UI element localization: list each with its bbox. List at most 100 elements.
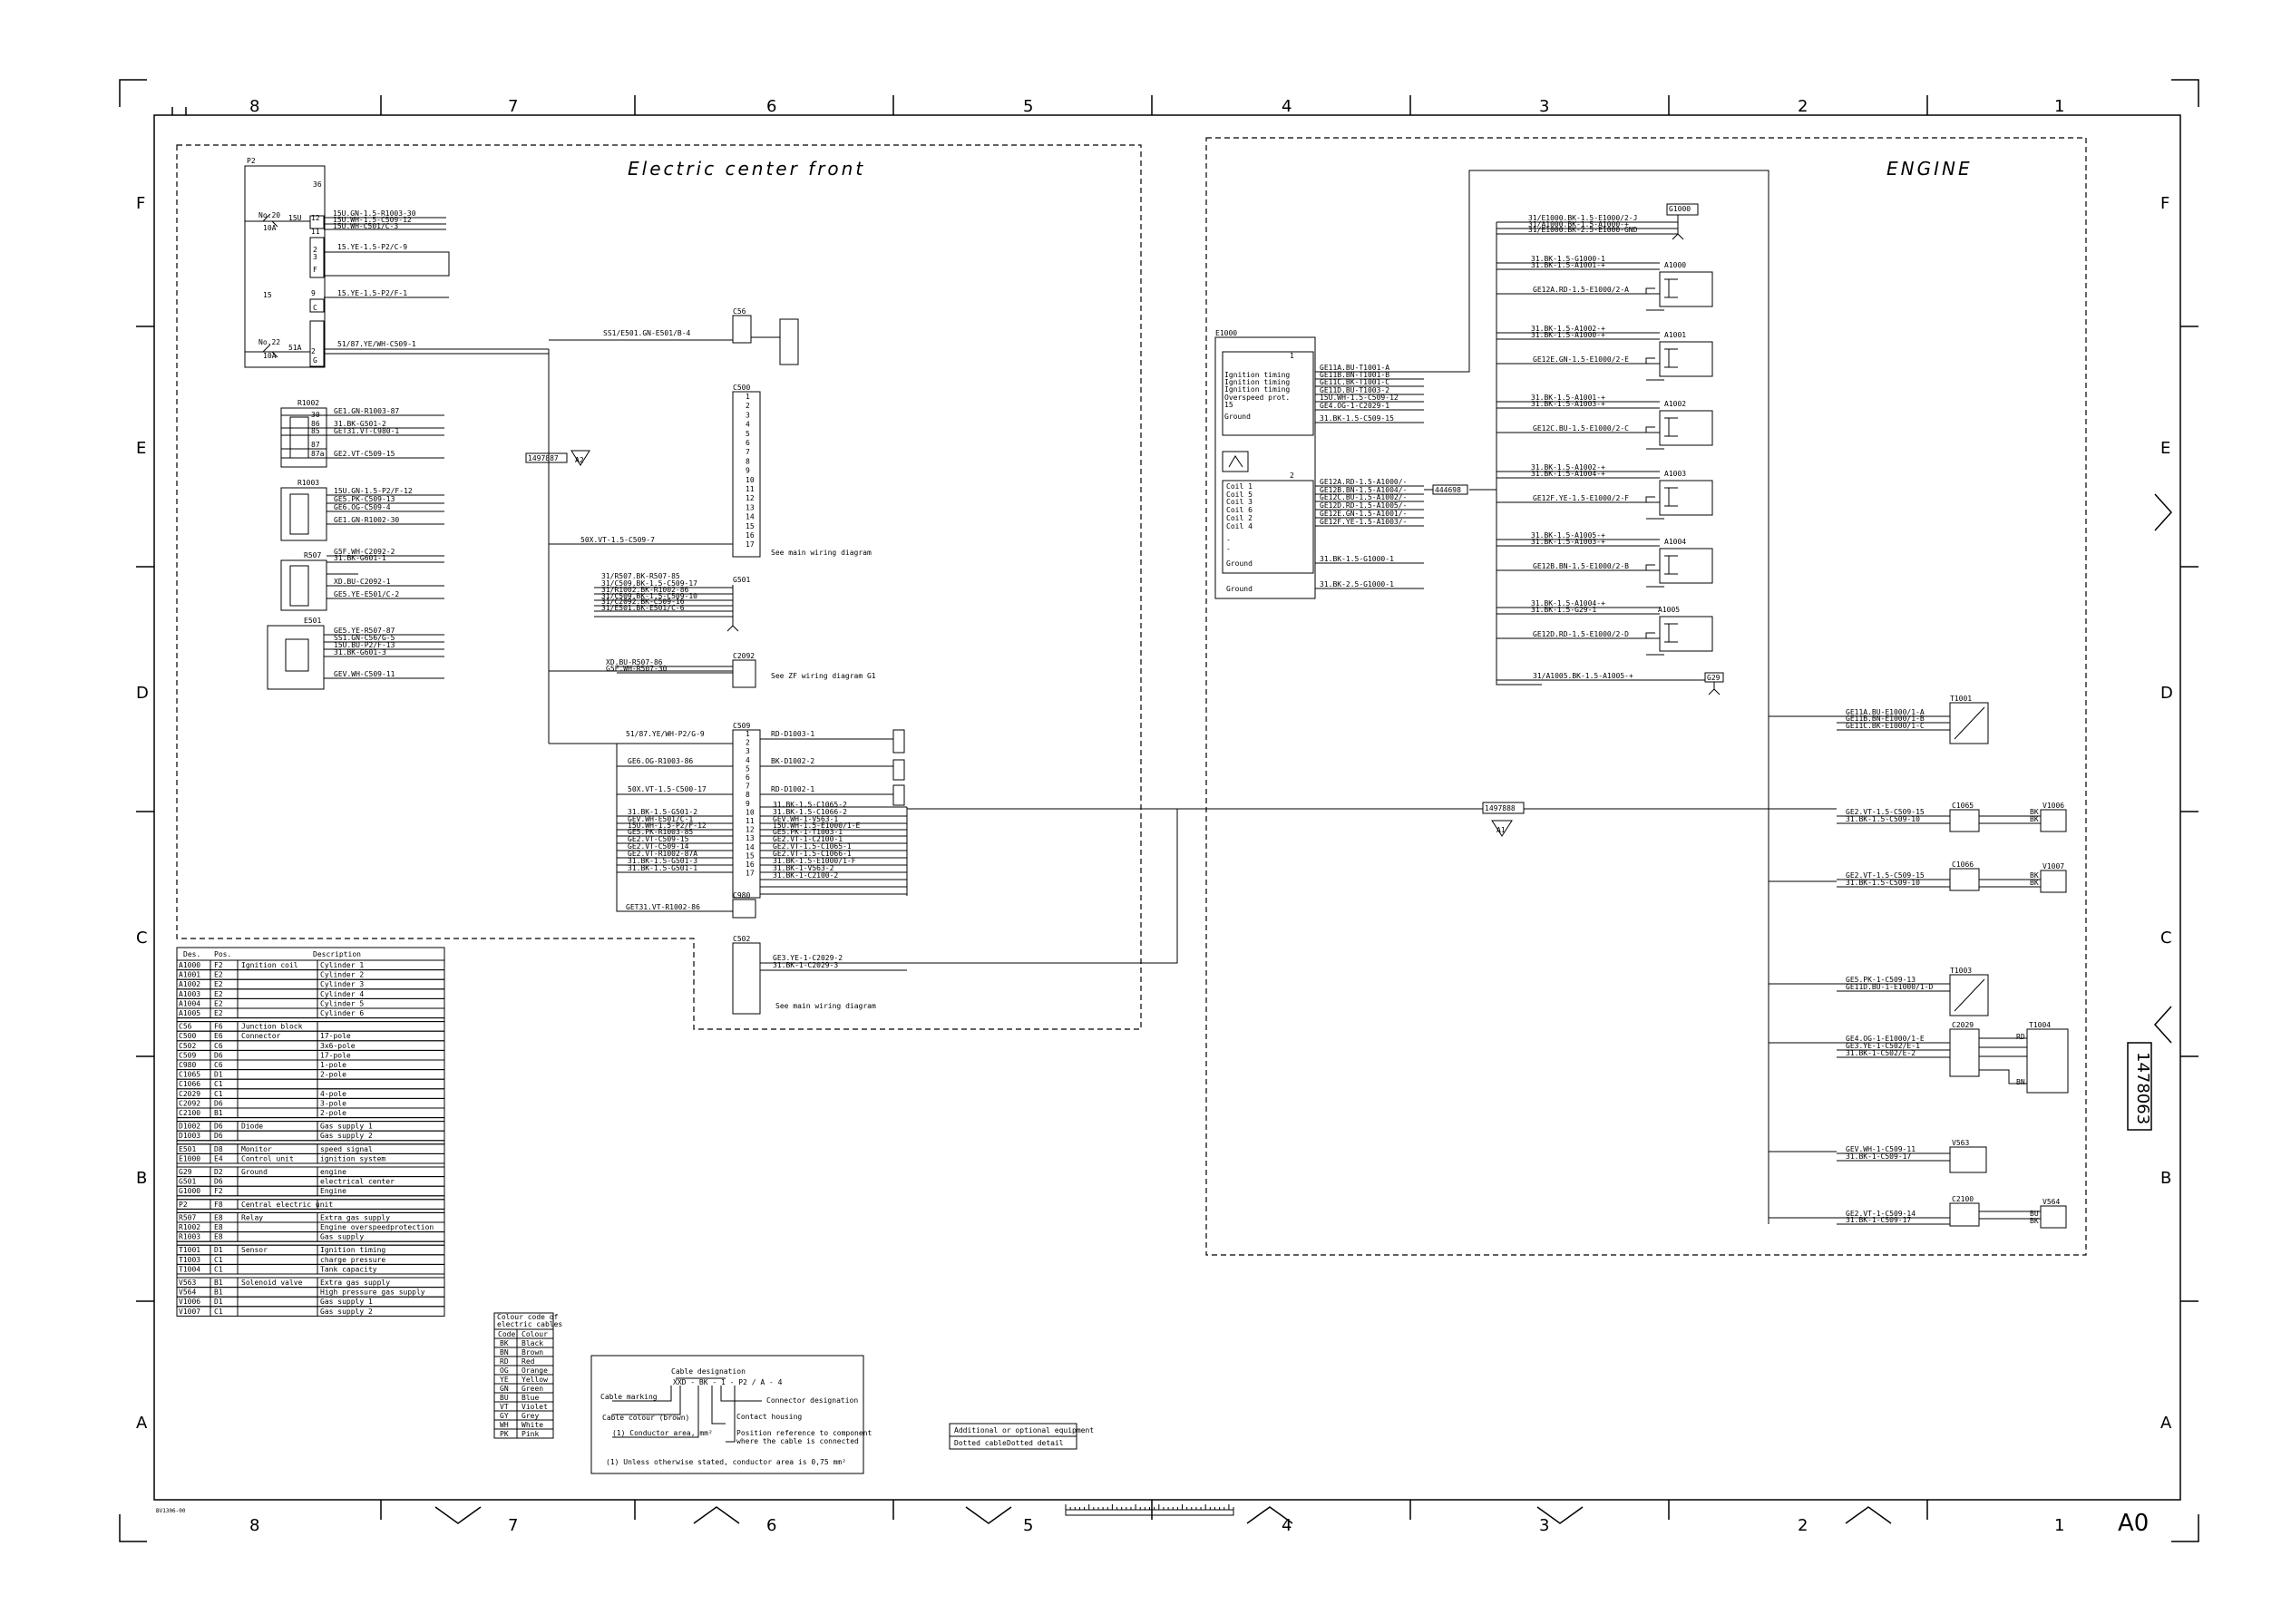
c509-pin: 1 — [746, 730, 750, 738]
c500-pin: 3 — [746, 411, 750, 419]
wire-label: 31.BK-1.5-A1003-+ — [1531, 538, 1605, 546]
legend-cable-colour: Cable colour (brown) — [602, 1414, 689, 1422]
table-cell-des: A1002 — [179, 980, 200, 988]
line — [612, 1377, 762, 1443]
table-cell-desc: Cylinder 1 — [320, 961, 364, 969]
wire-label: 31/E1000.BK-1.5-E1000/2-J — [1528, 214, 1637, 222]
table-cell-desc: Extra gas supply — [320, 1279, 390, 1287]
p2-pin-label: 51A — [288, 344, 302, 352]
wire-label: GE6.OG-R1003-86 — [628, 757, 693, 765]
wire-label: 31.BK-1.5-A1003-+ — [1531, 400, 1605, 408]
corner-mark — [2171, 1514, 2199, 1542]
table-cell-desc: Extra gas supply — [320, 1213, 390, 1221]
zone-label-top: 4 — [1282, 97, 1292, 116]
table-cell-group: Control unit — [241, 1154, 294, 1162]
line — [210, 1021, 318, 1032]
line — [210, 1108, 318, 1118]
wire-label: 31.BK-G501-2 — [334, 420, 386, 428]
p2-pin-label: 2 — [311, 347, 316, 355]
wire-label: 15U.WH-1.5-E1000/1-E — [773, 822, 861, 830]
part-label-v1006: V1006 — [2042, 802, 2064, 810]
table-cell-group: Ground — [241, 1168, 268, 1176]
table-cell-desc: speed signal — [320, 1145, 373, 1153]
wire-label: GET31.VT-R1002-86 — [626, 903, 700, 911]
line — [210, 969, 318, 980]
part-label-v564: V564 — [2042, 1198, 2060, 1206]
table-cell-pos: D2 — [214, 1168, 223, 1176]
c509-pin: 17 — [746, 870, 755, 878]
wire-label: GE12D.RD-1.5-E1000/2-D — [1533, 630, 1629, 638]
wire-label: 15.YE-1.5-P2/F-1 — [337, 289, 407, 297]
line — [1664, 417, 1678, 437]
line — [210, 960, 318, 970]
line — [210, 1186, 318, 1196]
wire-label: GE1.GN-R1003-87 — [334, 407, 399, 415]
solenoid-valve-v1006 — [2040, 809, 2067, 832]
wire-label: 31.BK-G601-3 — [334, 648, 386, 656]
solenoid-valve-v563 — [1949, 1146, 1987, 1173]
e1000-label: Ignition timing — [1224, 385, 1290, 394]
colour-code: BU — [500, 1394, 509, 1402]
c509-pin: 2 — [746, 739, 750, 747]
table-cell-des: V564 — [179, 1289, 196, 1297]
e1000-label: Coil 6 — [1226, 506, 1253, 514]
relay-pin: 87 — [311, 441, 320, 449]
part-label-v1007: V1007 — [2042, 862, 2064, 870]
zone-label-bottom: 4 — [1282, 1516, 1292, 1535]
wire-label: 15U.WH-1.5-C509-12 — [1320, 394, 1399, 402]
extra-equipment-dotted-cable: Dotted cable — [954, 1439, 1007, 1447]
zone-label-top: 7 — [508, 97, 518, 116]
zone-label-bottom: 5 — [1023, 1516, 1033, 1535]
corner-mark — [119, 79, 147, 107]
e1000-label: Coil 4 — [1226, 522, 1253, 530]
ref-a2: A2 — [575, 456, 584, 464]
table-cell-pos: E2 — [214, 980, 223, 988]
e1000-label: Overspeed prot. — [1224, 394, 1290, 402]
wire-label: 31.BK-1.5-A1004-+ — [1531, 599, 1605, 608]
p2-pin-label: 15 — [263, 291, 272, 299]
p2-pin-label: G — [313, 356, 317, 365]
part-label-c980: C980 — [733, 891, 750, 900]
relay-pin: 87a — [311, 450, 325, 458]
table-cell-desc: Gas supply 2 — [320, 1132, 373, 1140]
wire-label: 31/E501.BK-E501/C-6 — [601, 604, 685, 612]
table-cell-des: C1066 — [179, 1080, 200, 1088]
e1000-ground-label: Ground — [1226, 585, 1253, 593]
line — [1496, 262, 1660, 295]
wire-label: GE12C.BU-1.5-A1002/- — [1320, 493, 1407, 501]
wire-label: GE12F.YE-1.5-A1003/- — [1320, 518, 1407, 526]
table-cell-des: R1002 — [179, 1223, 200, 1231]
electric-center-title: Electric center front — [628, 158, 865, 180]
table-header: Description — [313, 950, 361, 958]
c509-pin: 14 — [746, 843, 755, 851]
connector-c2092 — [732, 659, 756, 688]
part-label-c1066: C1066 — [1952, 861, 1974, 869]
ignition-coil-1 — [1659, 341, 1713, 377]
table-cell-pos: B1 — [214, 1279, 223, 1287]
line — [210, 1231, 318, 1242]
line — [210, 1143, 318, 1154]
table-cell-pos: E2 — [214, 1009, 223, 1017]
wire-label: 15U.WH-1.5-P2/F-12 — [628, 822, 707, 830]
part-label-c2100: C2100 — [1952, 1195, 1974, 1203]
line — [1664, 278, 1678, 298]
wire-label: GE2.VT-R1002-87A — [628, 850, 697, 858]
line — [210, 1278, 318, 1288]
connector-c2100 — [1949, 1202, 1980, 1227]
solenoid-valve-v1007 — [2040, 870, 2067, 893]
wire-label: 31.BK-1.5-A1004-+ — [1531, 470, 1605, 478]
p2-pin-label: 36 — [313, 180, 322, 189]
table-cell-group: Central electric unit — [241, 1201, 333, 1209]
table-cell-pos: E2 — [214, 990, 223, 998]
table-cell-desc: 3-pole — [320, 1099, 346, 1107]
colour-code: YE — [500, 1376, 509, 1384]
ref-a1: A1 — [1496, 826, 1506, 834]
wire-label: GE11A.BU-T1001-A — [1320, 364, 1389, 372]
c509-pin: 6 — [746, 773, 750, 782]
wire-label: GEV.WH-C509-11 — [334, 670, 395, 678]
p2-pin-label: 2 — [313, 246, 317, 254]
extra-equipment-note: Additional or optional equipment — [954, 1426, 1094, 1434]
table-row — [176, 1162, 445, 1168]
line — [210, 1306, 318, 1317]
table-cell-pos: C1 — [214, 1080, 223, 1088]
